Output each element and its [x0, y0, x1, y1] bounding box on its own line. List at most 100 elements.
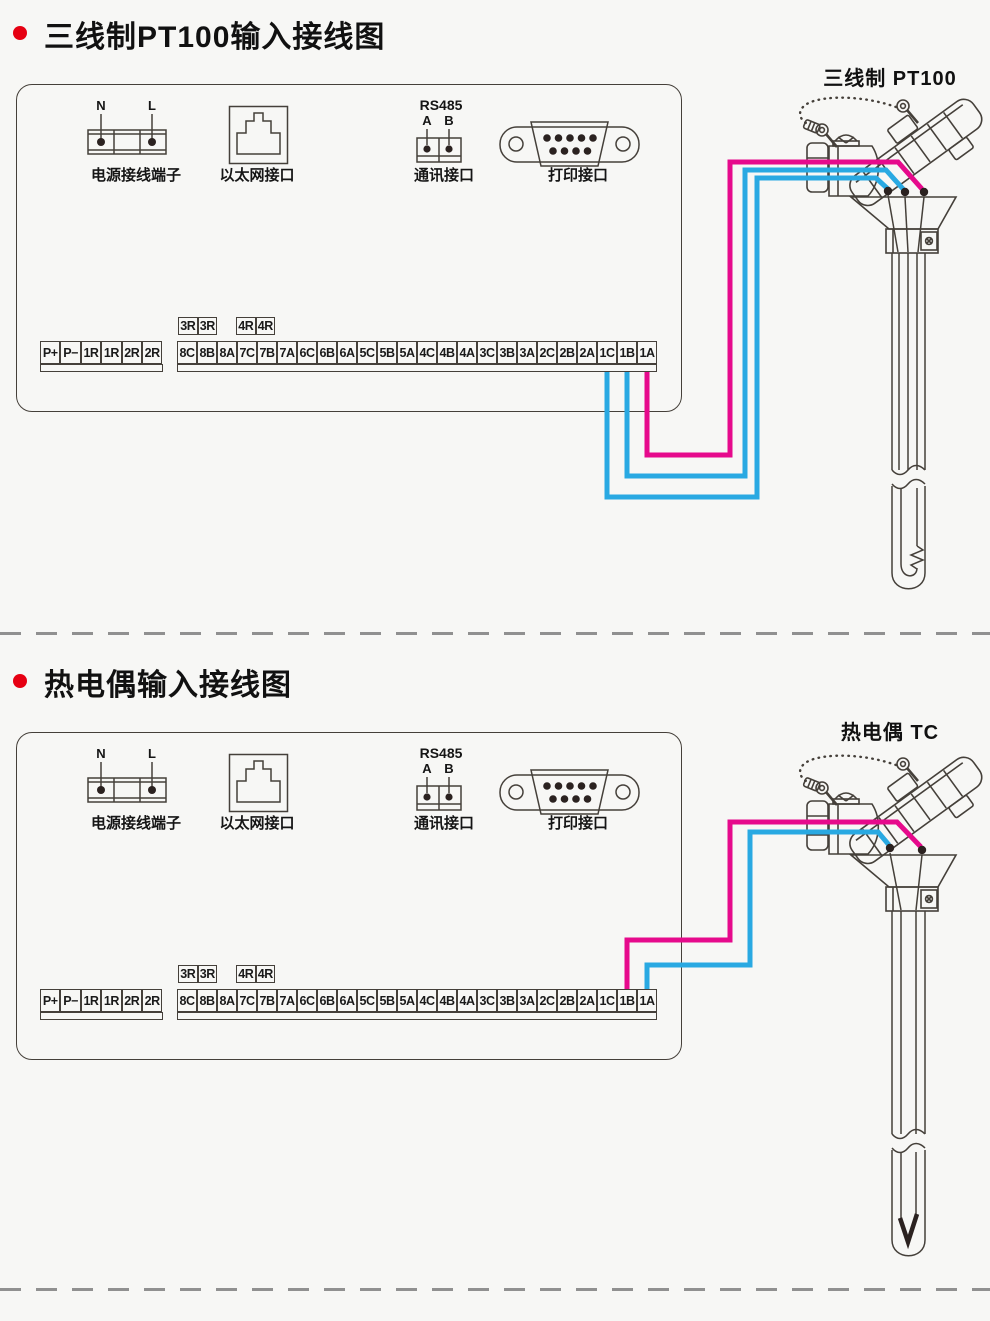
- printer-port-label: 打印接口: [547, 815, 608, 832]
- dashed-divider: [0, 1288, 990, 1291]
- terminal-cell: 3A: [517, 989, 537, 1012]
- section-pt100: 三线制PT100输入接线图 N L 电源接线端子 以太网接口 RS485: [0, 0, 990, 648]
- terminal-cell: 4R: [255, 965, 275, 983]
- terminal-cell: 4C: [417, 341, 437, 364]
- terminal-cell: 1R: [80, 341, 102, 364]
- terminal-cell: P+: [40, 989, 61, 1012]
- printer-port-icon: [499, 769, 640, 815]
- terminal-cell: 4R: [236, 317, 256, 335]
- terminal-cell: 2C: [537, 989, 557, 1012]
- pin-label-b: B: [444, 761, 454, 776]
- strip-band: [177, 364, 657, 372]
- terminal-cell: 3B: [497, 989, 517, 1012]
- terminal-cell: 3R: [178, 317, 198, 335]
- comm-port-label: 通讯接口: [413, 167, 474, 184]
- terminal-cell: 2R: [141, 341, 163, 364]
- terminal-cell: 2B: [557, 341, 577, 364]
- pin-label-n: N: [96, 746, 106, 761]
- power-terminal-label: 电源接线端子: [90, 167, 181, 184]
- terminal-cell: 1B: [617, 341, 637, 364]
- power-terminal-icon: [87, 114, 167, 155]
- terminal-cell: 3B: [497, 341, 517, 364]
- terminal-cell: 2A: [577, 341, 597, 364]
- terminal-cell: 2R: [141, 989, 163, 1012]
- terminal-cell: 2R: [121, 989, 142, 1012]
- terminal-cell: 5C: [357, 989, 377, 1012]
- terminal-cell: 1C: [597, 341, 617, 364]
- terminal-cell: 1R: [101, 341, 122, 364]
- power-terminal-icon: [87, 762, 167, 803]
- terminal-cell: 1R: [80, 989, 102, 1012]
- terminal-cell: 3C: [477, 989, 497, 1012]
- terminal-cell: 6B: [317, 989, 337, 1012]
- rs485-terminal-icon: [416, 129, 462, 163]
- terminal-cell: 1B: [617, 989, 637, 1012]
- dashed-divider: [0, 632, 990, 635]
- terminal-cell: 5A: [397, 341, 417, 364]
- rs485-label: RS485: [419, 97, 463, 113]
- terminal-cell: 8B: [197, 341, 217, 364]
- terminal-cell: P−: [60, 989, 81, 1012]
- terminal-cell: 4C: [417, 989, 437, 1012]
- terminal-cell: 6A: [337, 989, 357, 1012]
- strip-band: [40, 364, 163, 372]
- terminal-cell: 4A: [457, 989, 477, 1012]
- terminal-cell: 6C: [297, 341, 317, 364]
- terminal-cell: 3R: [197, 317, 217, 335]
- terminal-cell: P−: [60, 341, 81, 364]
- strip-band: [40, 1012, 163, 1020]
- printer-port-label: 打印接口: [547, 167, 608, 184]
- bullet-icon: [13, 674, 27, 688]
- terminal-cell: 4A: [457, 341, 477, 364]
- terminal-cell: 4R: [236, 965, 256, 983]
- pin-label-a: A: [422, 761, 432, 776]
- rs485-label: RS485: [419, 745, 463, 761]
- section-tc: 热电偶输入接线图 N L 电源接线端子 以太网接口 RS485 A B: [0, 648, 990, 1321]
- terminal-cell: 5A: [397, 989, 417, 1012]
- terminal-cell: 7A: [277, 341, 297, 364]
- terminal-cell: 1R: [101, 989, 122, 1012]
- sensor-caption-tc: 热电偶 TC: [840, 722, 940, 744]
- ethernet-port-label: 以太网接口: [219, 815, 295, 832]
- pin-label-n: N: [96, 98, 106, 113]
- ethernet-port-icon: [228, 105, 289, 165]
- terminal-cell: 8C: [177, 989, 197, 1012]
- strip-band: [177, 1012, 657, 1020]
- terminal-cell: 7B: [257, 989, 277, 1012]
- terminal-cell: 8A: [217, 989, 237, 1012]
- terminal-cell: 2R: [121, 341, 142, 364]
- section-title: 三线制PT100输入接线图: [44, 21, 386, 54]
- terminal-cell: 3C: [477, 341, 497, 364]
- terminal-cell: 2C: [537, 341, 557, 364]
- ethernet-port-label: 以太网接口: [219, 167, 295, 184]
- pin-label-a: A: [422, 113, 432, 128]
- terminal-cell: 7C: [237, 341, 257, 364]
- terminal-cell: 8B: [197, 989, 217, 1012]
- terminal-cell: 7A: [277, 989, 297, 1012]
- comm-port-label: 通讯接口: [413, 815, 474, 832]
- terminal-cell: 2B: [557, 989, 577, 1012]
- terminal-cell: 6A: [337, 341, 357, 364]
- rs485-terminal-icon: [416, 777, 462, 811]
- bullet-icon: [13, 26, 27, 40]
- terminal-cell: 5B: [377, 341, 397, 364]
- pin-label-b: B: [444, 113, 454, 128]
- terminal-cell: 1C: [597, 989, 617, 1012]
- terminal-cell: 7B: [257, 341, 277, 364]
- pin-label-l: L: [148, 746, 156, 761]
- terminal-cell: 2A: [577, 989, 597, 1012]
- terminal-cell: P+: [40, 341, 61, 364]
- ethernet-port-icon: [228, 753, 289, 813]
- power-terminal-label: 电源接线端子: [90, 815, 181, 832]
- terminal-cell: 6B: [317, 341, 337, 364]
- pin-label-l: L: [148, 98, 156, 113]
- terminal-cell: 5B: [377, 989, 397, 1012]
- terminal-cell: 5C: [357, 341, 377, 364]
